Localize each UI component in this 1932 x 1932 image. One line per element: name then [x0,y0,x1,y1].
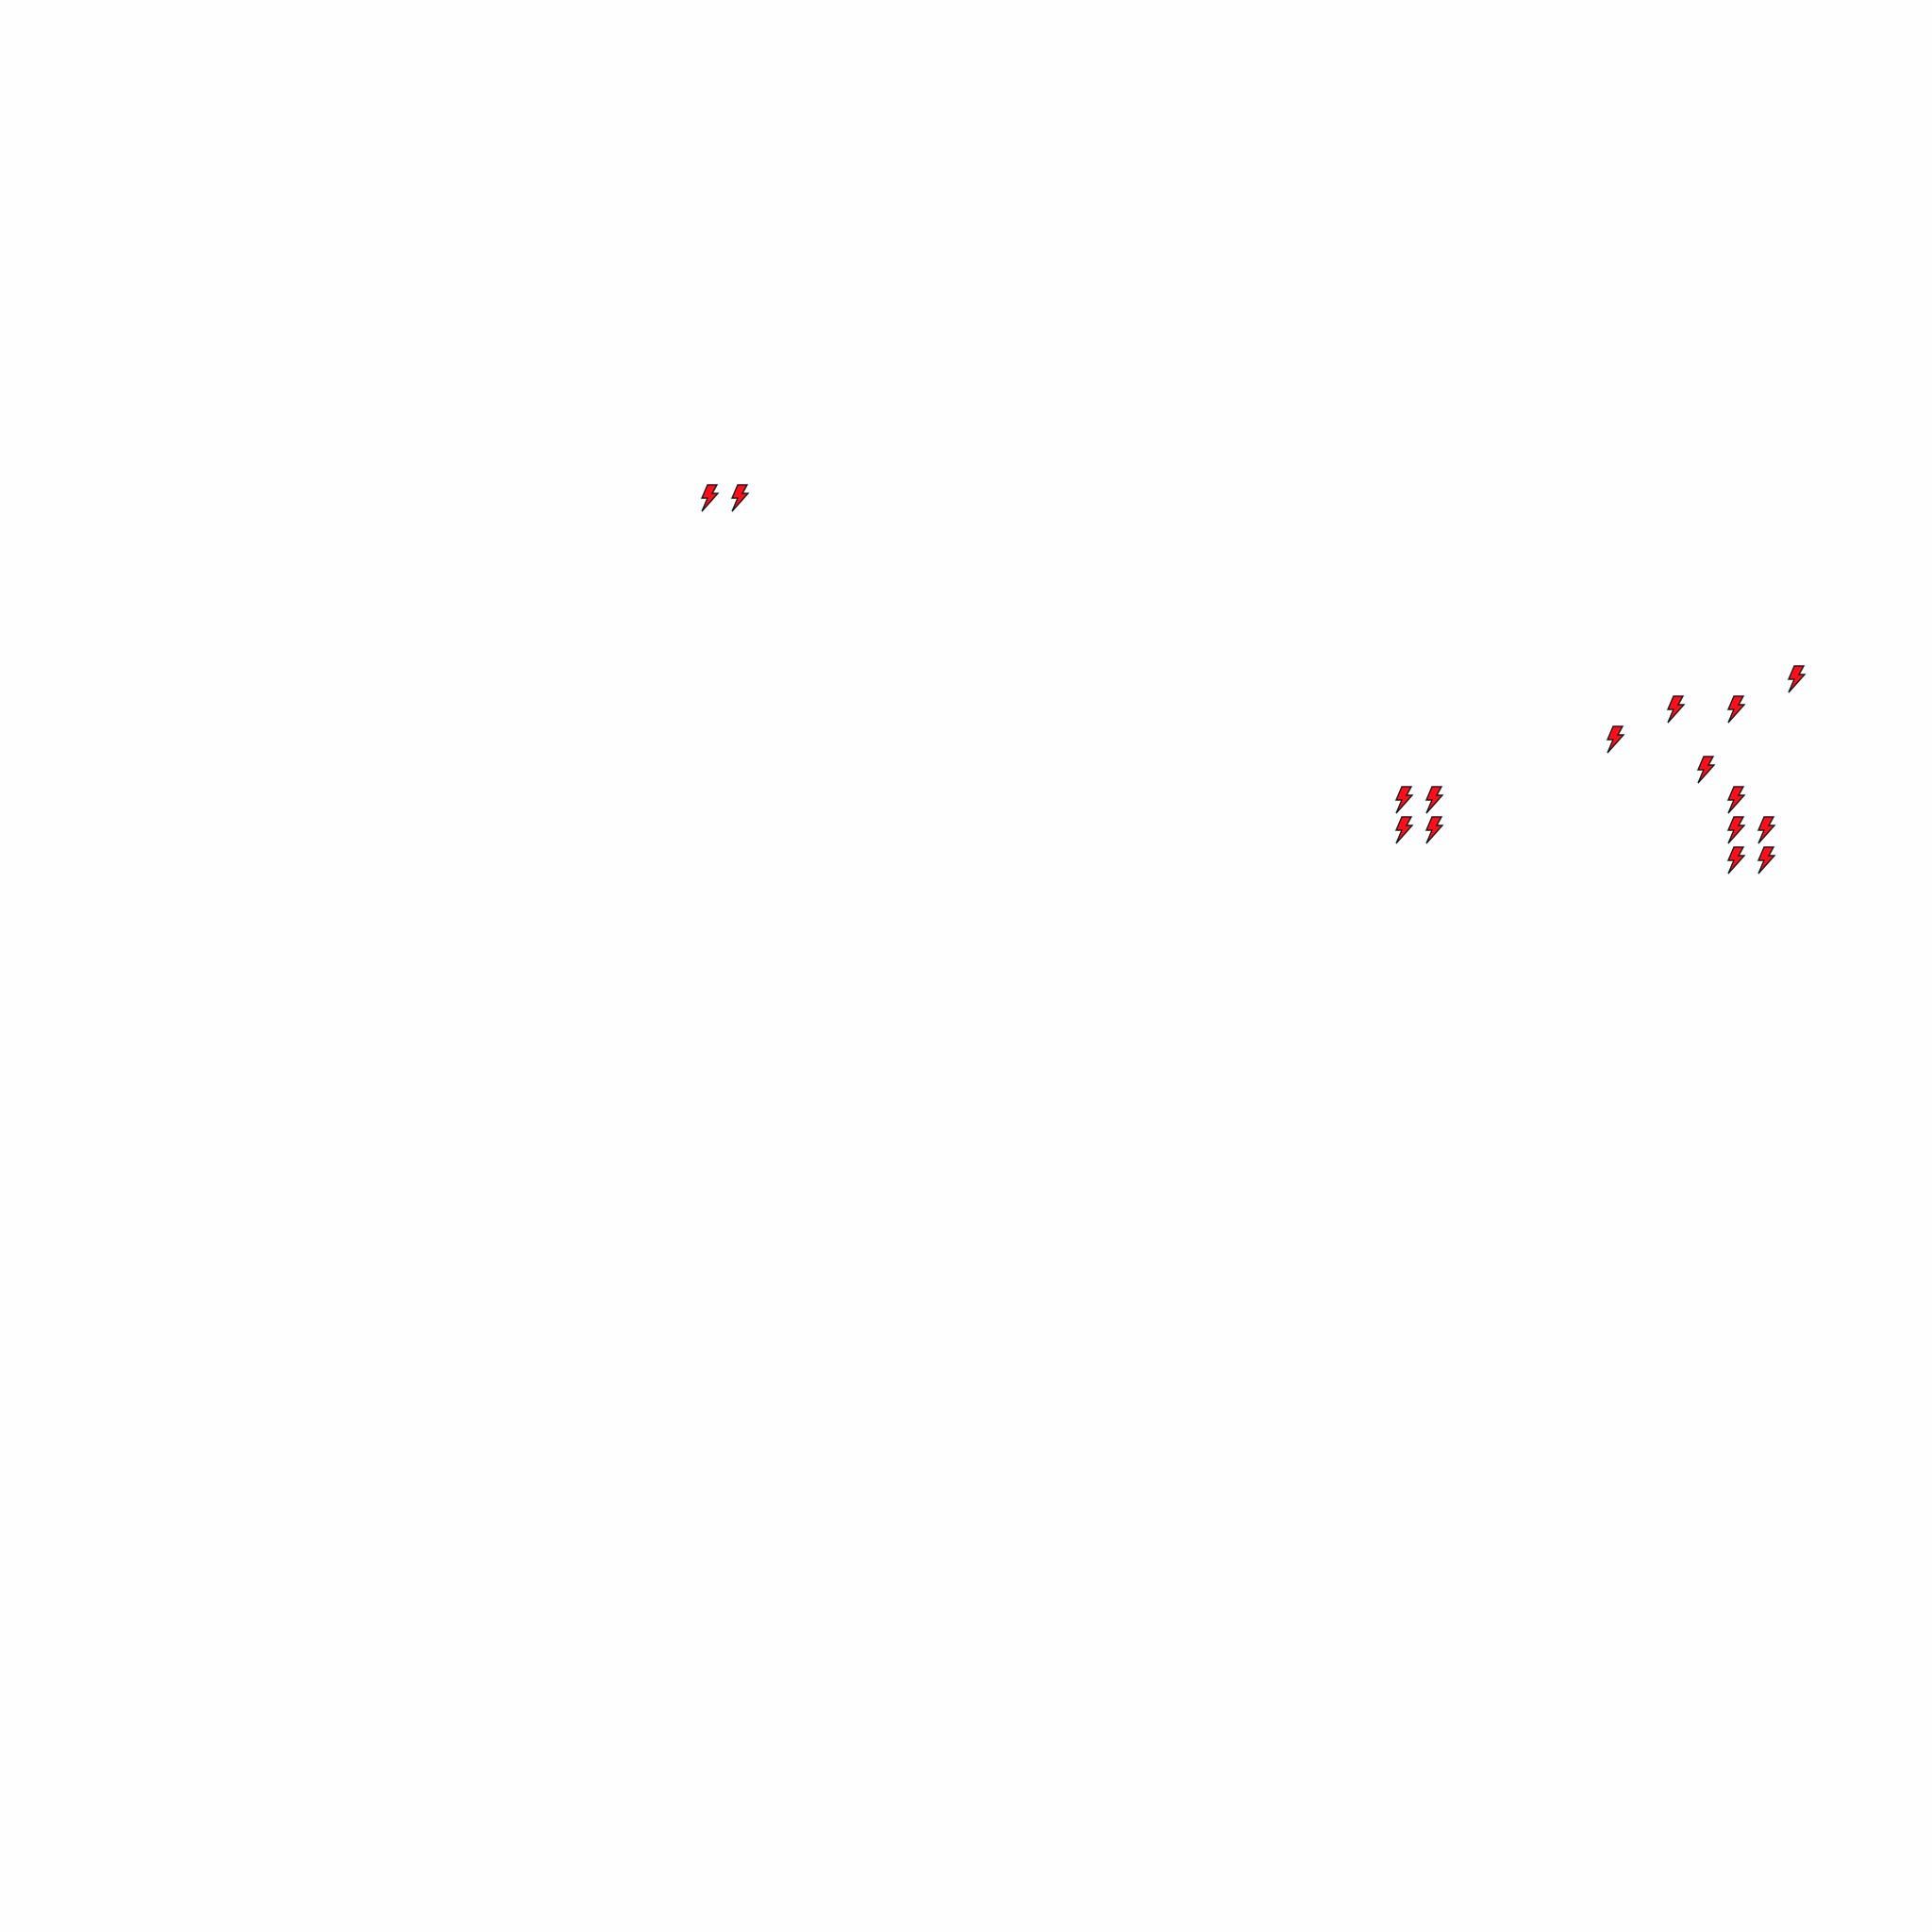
lightning-bolt-icon [1757,846,1776,874]
lightning-bolt-icon [1394,786,1414,814]
lightning-bolt-icon [1726,695,1746,724]
lightning-strike-marker[interactable] [1721,815,1751,845]
lightning-strike-marker[interactable] [1721,694,1751,724]
lightning-bolt-icon [1726,786,1746,814]
lightning-strike-marker[interactable] [694,483,724,513]
lightning-bolt-icon [1394,816,1414,844]
lightning-strike-marker[interactable] [1781,664,1811,694]
lightning-strike-marker[interactable] [1600,724,1630,755]
lightning-bolt-icon [700,484,720,512]
lightning-strike-marker[interactable] [1751,845,1781,875]
lightning-strike-marker[interactable] [1751,815,1781,845]
lightning-bolt-icon [1606,725,1625,754]
lightning-bolt-icon [1726,846,1746,874]
lightning-bolt-icon [1787,665,1807,693]
lightning-bolt-icon [1757,816,1776,844]
lightning-bolt-icon [1696,756,1716,784]
lightning-bolt-icon [1666,695,1686,724]
lightning-bolt-icon [1424,786,1444,814]
lightning-strike-marker[interactable] [1721,785,1751,815]
lightning-strike-marker[interactable] [1721,845,1751,875]
lightning-strike-marker[interactable] [1389,785,1419,815]
lightning-strike-marker[interactable] [1660,694,1690,724]
lightning-strike-marker[interactable] [1419,815,1449,845]
lightning-bolt-icon [1726,816,1746,844]
lightning-strike-marker[interactable] [1690,755,1721,785]
lightning-strike-marker[interactable] [724,483,755,513]
lightning-strike-marker[interactable] [1389,815,1419,845]
lightning-strike-marker[interactable] [1419,785,1449,815]
lightning-bolt-icon [1424,816,1444,844]
lightning-bolt-icon [730,484,750,512]
